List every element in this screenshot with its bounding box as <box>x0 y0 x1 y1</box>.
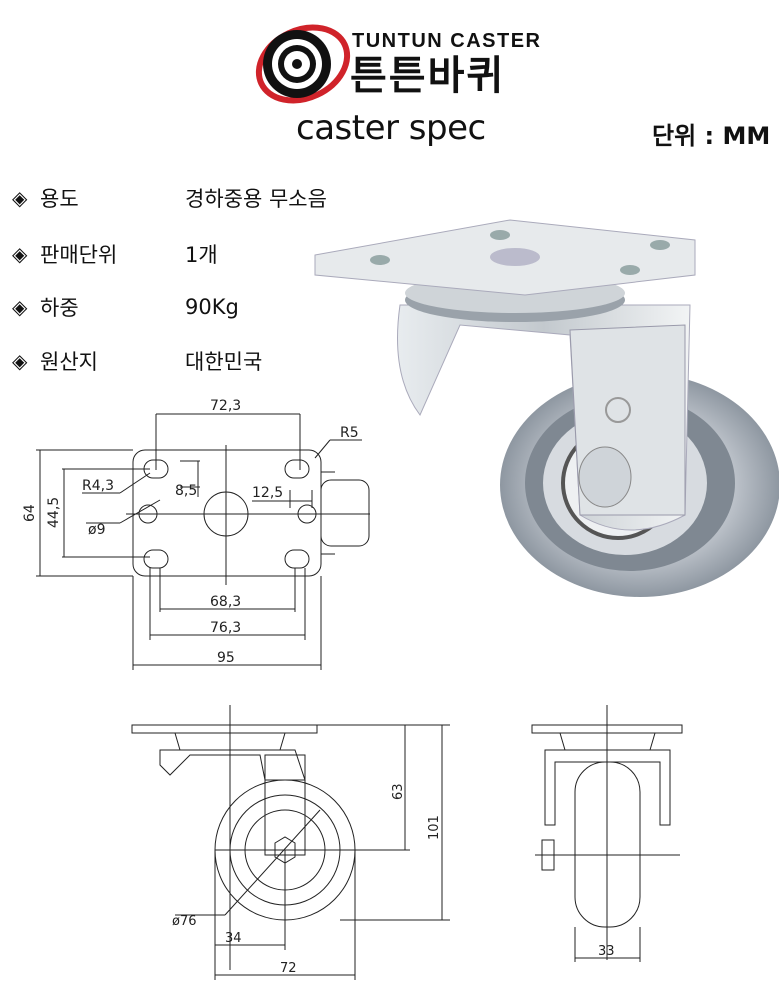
dim-76-3: 76,3 <box>210 620 241 636</box>
dim-72-3: 72,3 <box>210 398 241 414</box>
page-title: caster spec <box>296 108 486 148</box>
unit-label: 단위 : MM <box>652 122 771 150</box>
diamond-bullet-icon: ◈ <box>12 349 28 373</box>
brand-name-ko: 튼튼바퀴 <box>350 53 506 99</box>
spec-value: 경하중용 무소음 <box>185 187 327 211</box>
diamond-bullet-icon: ◈ <box>12 295 28 319</box>
dim-8-5: 8,5 <box>175 483 197 499</box>
dim-diameter-76: ø76 <box>172 914 197 929</box>
dim-63: 63 <box>391 783 406 800</box>
spec-value: 1개 <box>185 243 218 267</box>
dim-33: 33 <box>598 944 615 959</box>
spec-label: 판매단위 <box>40 243 118 267</box>
spec-label: 용도 <box>40 187 79 211</box>
top-plate-drawing: 72,3 R5 R4,3 8,5 12,5 ø9 68,3 76,3 95 64… <box>22 398 370 670</box>
front-view-drawing: 33 <box>531 705 683 962</box>
spec-value: 90Kg <box>185 295 239 319</box>
spec-row-unit: ◈ 판매단위 1개 <box>12 239 218 269</box>
dim-44-5: 44,5 <box>46 497 62 528</box>
spec-value: 대한민국 <box>185 350 263 374</box>
dim-hole-9: ø9 <box>88 522 105 538</box>
brand-logo <box>255 24 351 104</box>
dim-r4-3: R4,3 <box>82 478 114 494</box>
spec-label: 원산지 <box>40 350 98 374</box>
spec-row-origin: ◈ 원산지 대한민국 <box>12 346 262 376</box>
diamond-bullet-icon: ◈ <box>12 242 28 266</box>
spec-row-load: ◈ 하중 90Kg <box>12 292 239 322</box>
diamond-bullet-icon: ◈ <box>12 186 28 210</box>
dim-12-5: 12,5 <box>252 485 283 501</box>
side-view-drawing: 63 101 ø76 34 72 <box>131 705 450 980</box>
dim-72: 72 <box>280 961 297 976</box>
dim-95: 95 <box>217 650 235 666</box>
dim-101: 101 <box>427 815 442 840</box>
caster-product-image <box>314 219 779 597</box>
dim-r5: R5 <box>340 425 359 441</box>
dim-68-3: 68,3 <box>210 594 241 610</box>
spec-label: 하중 <box>40 296 79 320</box>
spec-row-usage: ◈ 용도 경하중용 무소음 <box>12 183 327 213</box>
brand-name-en: TUNTUN CASTER <box>352 30 542 52</box>
dim-64: 64 <box>22 504 38 522</box>
dim-34: 34 <box>225 931 242 946</box>
